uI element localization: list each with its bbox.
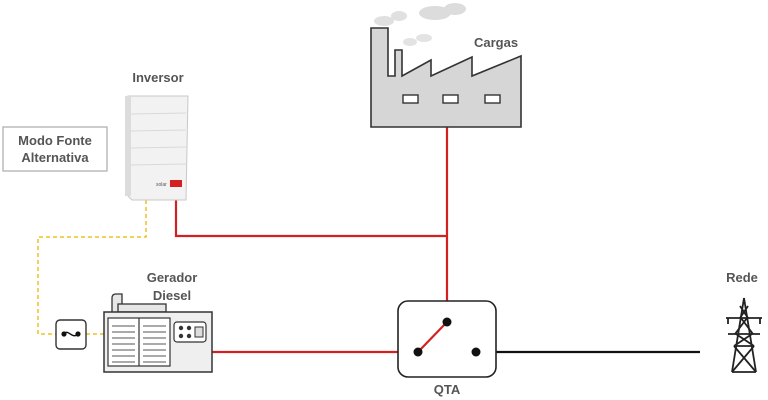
contact-generator (413, 347, 423, 357)
signal-line (37, 200, 147, 335)
contact-grid (471, 347, 481, 357)
inverter-label: Inversor (132, 70, 183, 85)
mode-label-line1: Modo Fonte (18, 133, 92, 148)
generator-label-line1: Gerador (147, 270, 198, 285)
inverter-power-line (174, 200, 447, 238)
generator-icon (103, 293, 213, 373)
mode-label-line2: Alternativa (21, 150, 89, 165)
contact-loads (442, 317, 452, 327)
qta-label: QTA (434, 382, 461, 397)
generator-label-line2: Diesel (153, 288, 191, 303)
factory-icon (370, 3, 522, 128)
transfer-switch (397, 300, 497, 378)
mode-box: Modo Fonte Alternativa (2, 126, 108, 172)
inverter-icon: solar (125, 95, 189, 201)
inverter-logo: solar (156, 182, 167, 188)
signal-switch-icon (55, 319, 87, 350)
transmission-tower-icon (726, 297, 762, 373)
grid-label: Rede (726, 270, 758, 285)
loads-label: Cargas (474, 35, 518, 50)
